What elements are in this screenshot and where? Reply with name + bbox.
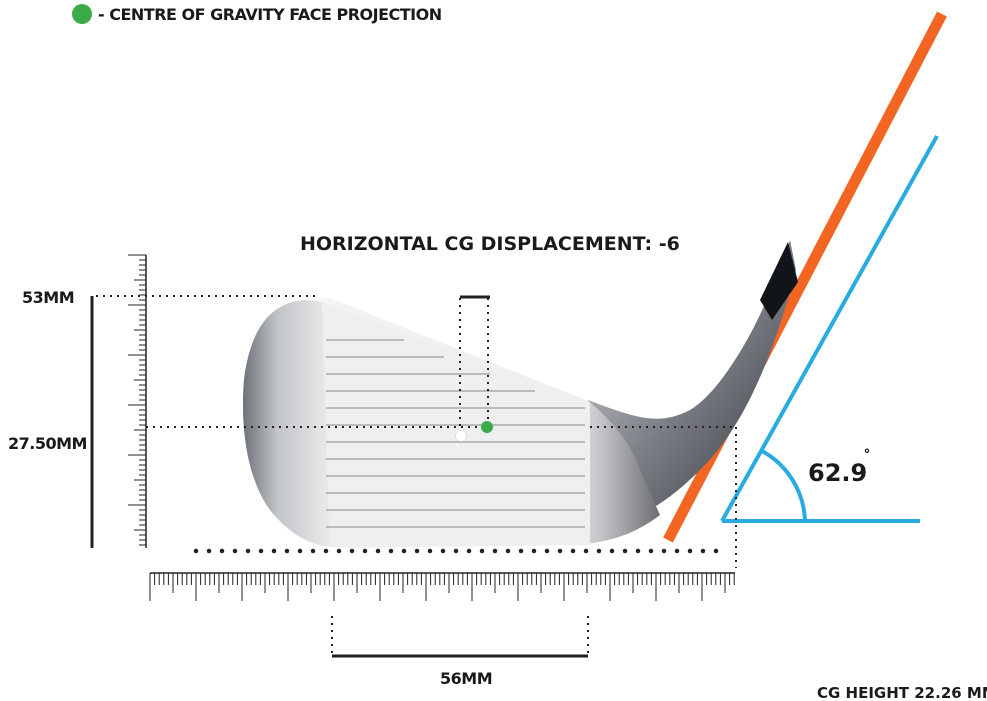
angle-line-inclined — [720, 135, 939, 522]
top-height-label: 53MM — [22, 288, 74, 307]
width-label: 56MM — [440, 669, 492, 688]
face-center-dot — [455, 430, 467, 442]
horizontal-cg-title: HORIZONTAL CG DISPLACEMENT: -6 — [300, 233, 680, 255]
cg-height-label: CG HEIGHT 22.26 MM — [817, 684, 987, 701]
horizontal-ruler: 56MM — [149, 572, 735, 688]
vertical-ruler: 53MM 27.50MM — [8, 254, 147, 548]
golf-iron-head-icon — [243, 240, 798, 548]
cg-projection-dot — [481, 421, 493, 433]
legend-text: - CENTRE OF GRAVITY FACE PROJECTION — [98, 5, 442, 24]
angle-arc — [761, 449, 807, 522]
lie-angle-value: 62.9 — [808, 459, 867, 487]
face-grooves — [326, 339, 585, 528]
guide-lines — [96, 295, 737, 655]
shaft-line — [663, 11, 947, 543]
cg-height-mm-label: 27.50MM — [8, 434, 87, 453]
degree-symbol: ˚ — [863, 448, 871, 467]
green-dot-icon — [72, 4, 92, 24]
legend: - CENTRE OF GRAVITY FACE PROJECTION — [72, 4, 442, 24]
